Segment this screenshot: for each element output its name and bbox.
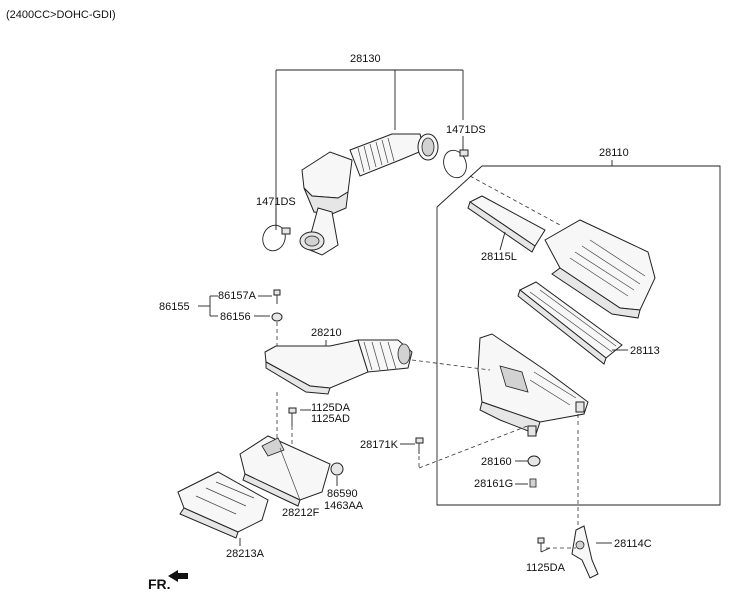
label-28212f: 28212F bbox=[282, 507, 320, 519]
label-28130: 28130 bbox=[350, 53, 381, 65]
callout-28171k: 28171K bbox=[360, 437, 424, 454]
label-28113: 28113 bbox=[630, 345, 660, 357]
callout-28161g: 28161G bbox=[474, 478, 537, 490]
callout-28110: 28110 bbox=[436, 147, 721, 506]
hose-clamp-left bbox=[262, 224, 291, 252]
part-28210-duct: 28210 bbox=[264, 327, 413, 395]
front-arrow-icon bbox=[168, 570, 188, 582]
label-1125ad: 1125AD bbox=[311, 413, 350, 425]
callout-86590: 86590 1463AA bbox=[324, 462, 364, 512]
part-28115l: 28115L bbox=[467, 195, 546, 263]
label-1463aa: 1463AA bbox=[324, 500, 364, 512]
bolt-86157a bbox=[273, 289, 281, 304]
part-28113-filter: 28113 bbox=[517, 281, 660, 365]
label-86155: 86155 bbox=[159, 301, 190, 313]
label-28171k: 28171K bbox=[360, 439, 399, 451]
front-direction-indicator: FR. bbox=[148, 570, 188, 592]
callout-28130: 28130 bbox=[275, 53, 464, 230]
label-28114c: 28114C bbox=[614, 538, 652, 550]
label-1471ds-top: 1471DS bbox=[446, 124, 486, 136]
label-28160: 28160 bbox=[481, 456, 512, 468]
label-86156: 86156 bbox=[220, 311, 251, 323]
callout-28160: 28160 bbox=[481, 455, 541, 468]
label-86590: 86590 bbox=[327, 488, 358, 500]
callout-86155: 86155 86157A 86156 bbox=[159, 290, 272, 323]
label-28213a: 28213A bbox=[226, 548, 265, 560]
label-28110: 28110 bbox=[599, 147, 629, 159]
intake-duct-28130 bbox=[299, 133, 439, 256]
label-1471ds-left: 1471DS bbox=[256, 196, 296, 208]
label-86157a: 86157A bbox=[218, 290, 257, 302]
callout-1125da-1125ad: 1125DA 1125AD bbox=[288, 402, 351, 426]
air-cleaner-body bbox=[477, 333, 589, 437]
hose-clamp-top bbox=[443, 149, 469, 179]
part-28212f: 28212F bbox=[239, 435, 331, 519]
part-28213a: 28213A bbox=[177, 471, 269, 560]
label-28161g: 28161G bbox=[474, 478, 513, 490]
engine-spec-title: (2400CC>DOHC-GDI) bbox=[6, 9, 116, 21]
grommet-86156 bbox=[271, 312, 283, 322]
fr-label: FR. bbox=[148, 576, 171, 592]
part-28114c: 28114C bbox=[571, 525, 652, 579]
air-cleaner-cover bbox=[544, 219, 656, 319]
label-28210: 28210 bbox=[311, 327, 342, 339]
callout-1125da-b: 1125DA bbox=[526, 537, 566, 574]
label-1125da-a: 1125DA bbox=[311, 402, 351, 414]
label-1125da-b: 1125DA bbox=[526, 562, 566, 574]
label-28115l: 28115L bbox=[481, 251, 517, 263]
